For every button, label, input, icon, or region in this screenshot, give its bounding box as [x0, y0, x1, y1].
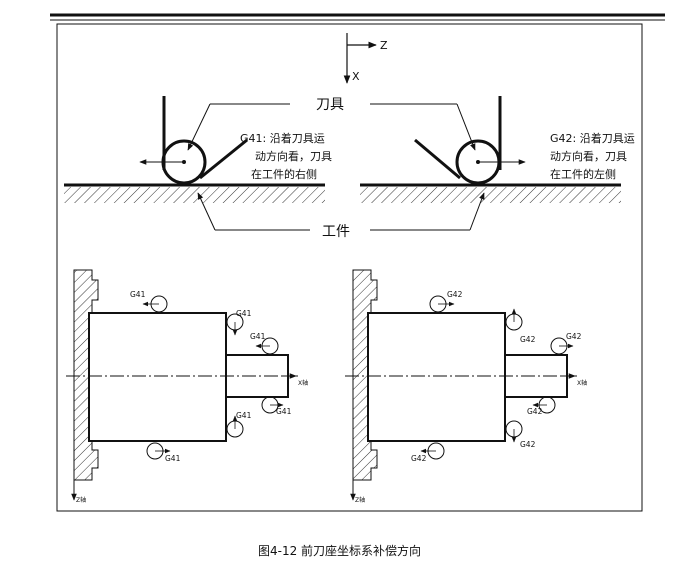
left-z-axis-label: Z轴	[76, 496, 86, 504]
g41-note-line-2: 动方向看，刀具	[255, 149, 332, 163]
right-label-1: G42	[447, 290, 463, 299]
g42-note-line-2: 动方向看，刀具	[550, 149, 627, 163]
left-label-3: G41	[250, 332, 266, 341]
diagram-frame	[56, 23, 643, 512]
left-label-6: G41	[165, 454, 181, 463]
workpiece-label: 工件	[322, 224, 350, 240]
right-label-4: G42	[527, 407, 543, 416]
g42-schematic: G42: 沿着刀具运 动方向看，刀具 在工件的左侧	[360, 96, 635, 231]
left-label-4: G41	[276, 407, 292, 416]
left-label-5: G41	[236, 411, 252, 420]
x-axis-label: X	[352, 70, 360, 83]
g41-note-line-1: G41: 沿着刀具运	[240, 131, 325, 145]
g42-note-line-3: 在工件的左侧	[550, 167, 616, 181]
right-label-2: G42	[520, 335, 536, 344]
g41-schematic: G41: 沿着刀具运 动方向看，刀具 在工件的右侧	[64, 96, 332, 231]
left-label-2: G41	[236, 309, 252, 318]
left-label-1: G41	[130, 290, 146, 299]
g41-turning-view: Z轴 X轴 G41 G41 G41 G41 G41 G41	[66, 269, 308, 504]
g41-note-line-3: 在工件的右侧	[251, 167, 317, 181]
left-x-axis-label: X轴	[298, 379, 308, 387]
z-axis-label: Z	[380, 39, 388, 52]
axis-indicator: Z X	[343, 33, 388, 84]
right-label-6: G42	[411, 454, 427, 463]
g42-note-line-1: G42: 沿着刀具运	[550, 131, 635, 145]
g42-turning-view: Z轴 X轴 G42 G42 G42 G42 G42 G42	[345, 269, 587, 504]
right-x-axis-label: X轴	[577, 379, 587, 387]
right-label-5: G42	[520, 440, 536, 449]
right-label-3: G42	[566, 332, 582, 341]
tool-label: 刀具	[316, 97, 344, 113]
right-z-axis-label: Z轴	[355, 496, 365, 504]
figure-caption: 图4-12 前刀座坐标系补偿方向	[258, 543, 421, 558]
